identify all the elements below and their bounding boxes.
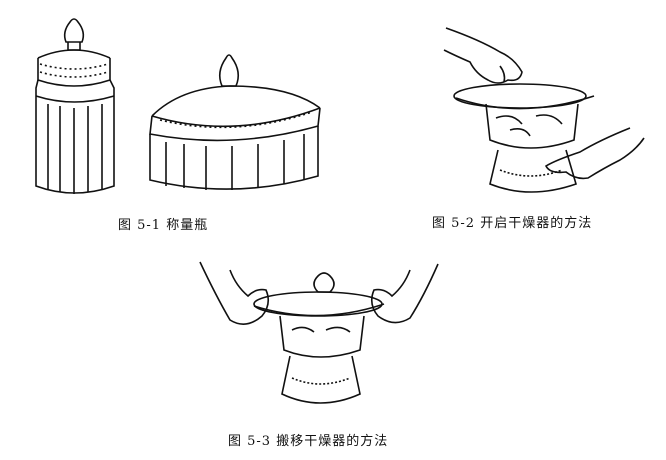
left-hand [199, 261, 270, 325]
desiccator-lid [453, 83, 595, 110]
right-hand [370, 263, 439, 324]
hand-on-lid [443, 27, 523, 84]
carried-desiccator [253, 272, 385, 404]
tall-weighing-bottle [35, 18, 115, 194]
hand-holding-base [544, 127, 645, 180]
figure-5-1-caption: 图 5-1 称量瓶 [118, 218, 209, 233]
desiccator-body [485, 103, 579, 193]
short-weighing-bottle [149, 54, 321, 190]
figure-5-3-caption: 图 5-3 搬移干燥器的方法 [228, 434, 389, 449]
figure-5-2-caption: 图 5-2 开启干燥器的方法 [432, 216, 593, 231]
